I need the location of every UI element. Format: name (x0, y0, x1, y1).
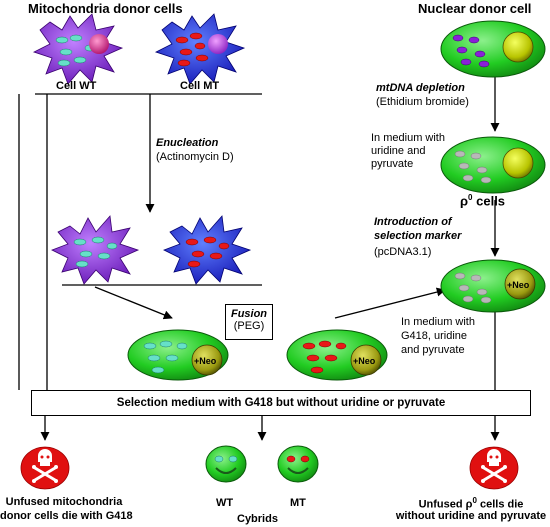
outcome-left-line2: donor cells die with G418 (0, 510, 133, 522)
fusion-agent: (PEG) (233, 320, 265, 332)
rho-sup: 0 (468, 193, 473, 202)
outcome-right-pre: Unfused ρ (418, 498, 473, 511)
rho0-cells-label: ρ0 cells (460, 191, 505, 207)
outcome-right-line1: Unfused ρ0 cells die (392, 494, 550, 512)
cybrid-mt-smiley-icon (277, 445, 319, 483)
selection-medium-text: Selection medium with G418 but without u… (116, 397, 446, 409)
outcome-right-sup: 0 (472, 496, 477, 505)
cybrid-mt-label: MT (290, 497, 306, 509)
selection-marker-line2: selection marker (374, 230, 462, 242)
cell-mt-star (154, 13, 246, 85)
rho-symbol: ρ (460, 193, 469, 209)
wt-nucleus (89, 34, 109, 54)
medium1-line2: uridine and (371, 145, 426, 157)
rho0-cell (440, 136, 546, 194)
nuclear-donor-cell (440, 20, 546, 78)
nuclear-donor-header: Nuclear donor cell (418, 1, 532, 16)
fusion-box: Fusion (PEG) (225, 304, 273, 340)
mito-donor-header: Mitochondria donor cells (28, 1, 183, 16)
cell-wt-label: Cell WT (56, 80, 97, 92)
outcome-left-line1: Unfused mitochondria (5, 496, 123, 508)
skull-left-icon (20, 446, 70, 490)
rho0-neo-cell (440, 259, 546, 313)
left-lines (18, 75, 500, 441)
medium2-line2: G418, uridine (401, 330, 468, 342)
fused-cell-wt (127, 329, 229, 381)
mtdna-agent: (Ethidium bromide) (376, 96, 469, 108)
skull-right-icon (469, 446, 519, 490)
outcome-right-post: cells die (476, 498, 524, 511)
cybrid-wt-smiley-icon (205, 445, 247, 483)
enucleation-label: Enucleation (156, 137, 219, 149)
neo-label-wt: +Neo (194, 356, 217, 366)
mt-mitochondria (175, 32, 209, 67)
neo-label-rho0: +Neo (507, 280, 530, 290)
medium2-line3: and pyruvate (401, 344, 465, 356)
cybrid-wt-label: WT (216, 497, 234, 509)
wt-mitochondria (55, 34, 96, 67)
mtdna-depletion-label: mtDNA depletion (376, 82, 465, 94)
selection-marker-line1: Introduction of (374, 216, 452, 228)
wt-cytoplast (51, 215, 140, 285)
selection-agent: (pcDNA3.1) (374, 246, 432, 258)
medium1-line1: In medium with (371, 132, 445, 144)
outcome-right-line2: without uridine and pyruvate (395, 510, 547, 522)
medium2-line1: In medium with (401, 316, 475, 328)
cell-mt-label: Cell MT (180, 80, 220, 92)
cell-wt-star (32, 13, 124, 85)
neo-label-mt: +Neo (353, 356, 376, 366)
fusion-label: Fusion (230, 308, 268, 320)
selection-medium-box: Selection medium with G418 but without u… (31, 390, 531, 416)
enucleation-agent: (Actinomycin D) (156, 151, 234, 163)
mt-cytoplast (163, 215, 252, 285)
cybrids-label: Cybrids (237, 513, 278, 525)
rho0-cells-text: cells (476, 193, 506, 209)
mt-nucleus (208, 34, 228, 54)
fused-cell-mt (286, 329, 388, 381)
medium1-line3: pyruvate (371, 158, 414, 170)
